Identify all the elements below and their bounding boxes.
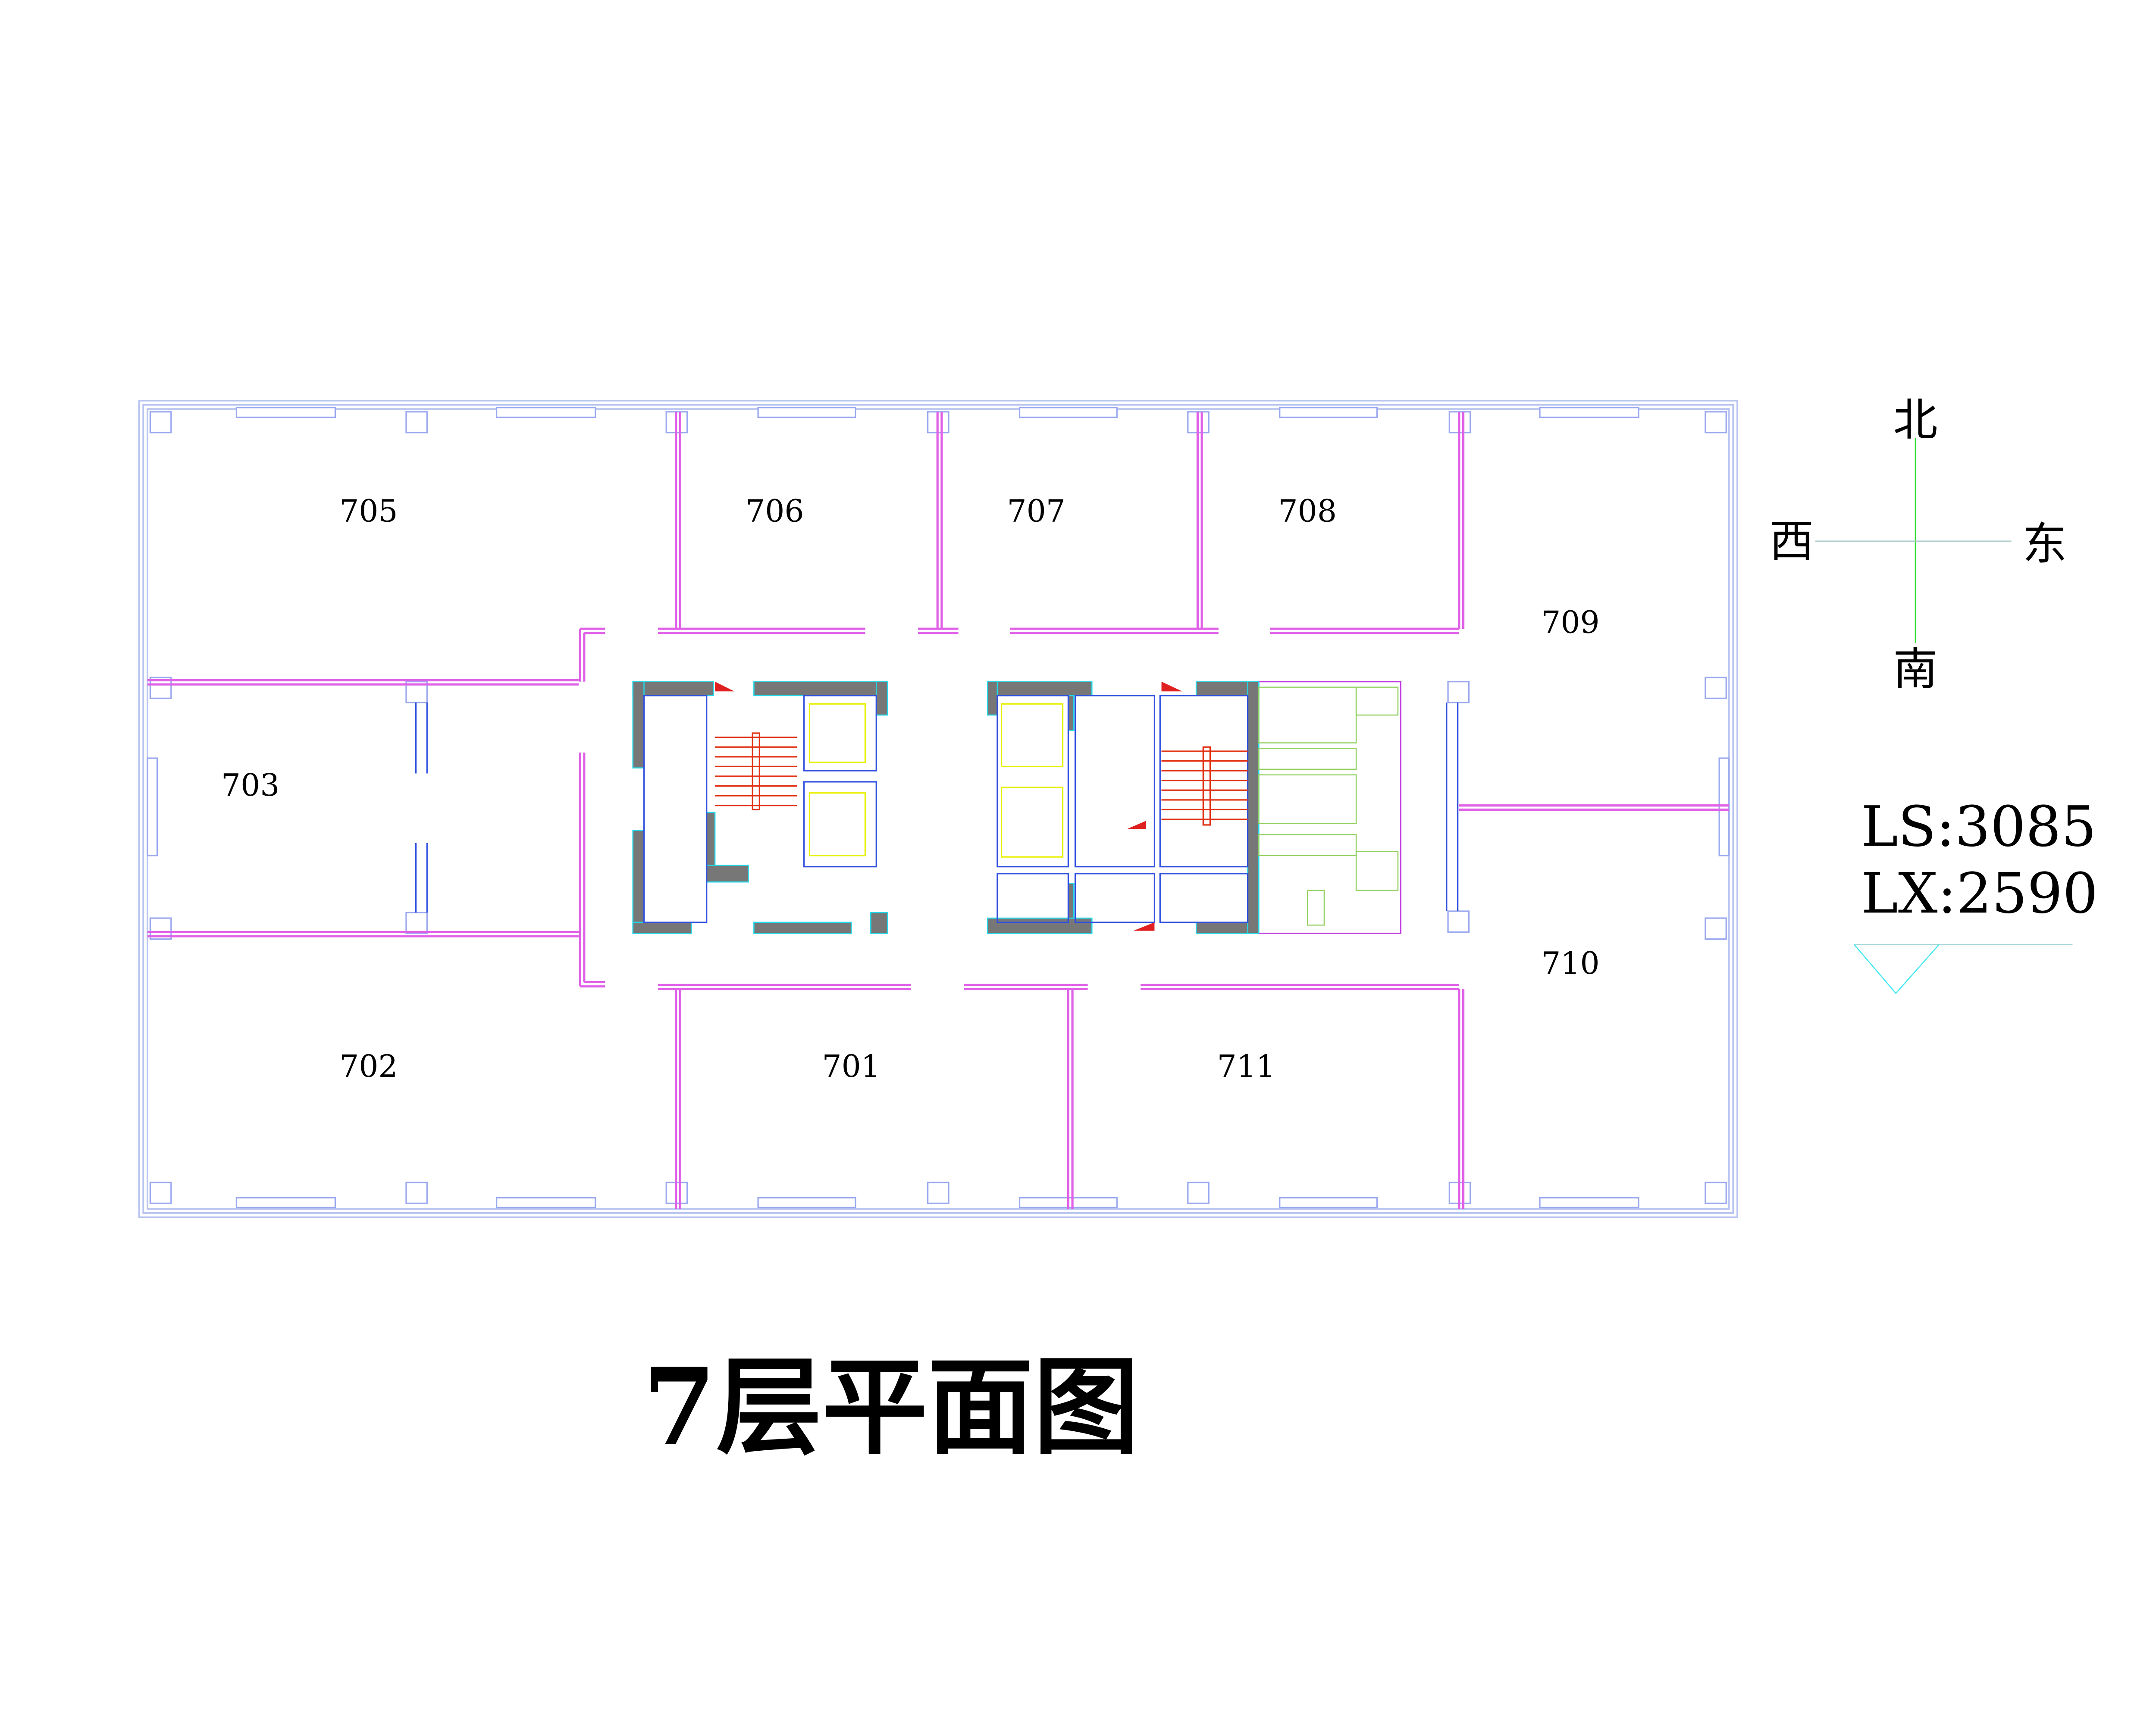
toilet-area	[1258, 681, 1401, 935]
compass: 北 西 东 南	[1769, 395, 2067, 695]
windows	[147, 407, 1730, 1208]
room-701: 701	[822, 1048, 880, 1084]
room-labels: 705 706 707 708 709 703 710 702 701 711	[221, 493, 1600, 1084]
elevation-triangle-icon	[1854, 944, 1940, 994]
room-703: 703	[221, 767, 279, 803]
room-711: 711	[1217, 1048, 1275, 1084]
compass-west: 西	[1769, 515, 1814, 567]
level-ls: LS:3085	[1861, 794, 2096, 859]
level-marks: LS:3085 LX:2590	[1854, 794, 2098, 994]
compass-south: 南	[1893, 643, 1937, 695]
room-705: 705	[339, 493, 398, 529]
room-707: 707	[1007, 493, 1065, 529]
room-708: 708	[1279, 493, 1337, 529]
compass-east: 东	[2022, 518, 2067, 570]
room-709: 709	[1541, 605, 1599, 640]
room-702: 702	[339, 1048, 398, 1084]
level-lx: LX:2590	[1861, 861, 2098, 926]
room-706: 706	[746, 493, 804, 529]
partition-walls	[147, 411, 1729, 1209]
left-core	[632, 681, 888, 934]
compass-north: 北	[1893, 395, 1937, 446]
right-core	[987, 681, 1260, 934]
drawing-title: 7层平面图	[642, 1345, 1139, 1469]
room-710: 710	[1541, 945, 1599, 981]
